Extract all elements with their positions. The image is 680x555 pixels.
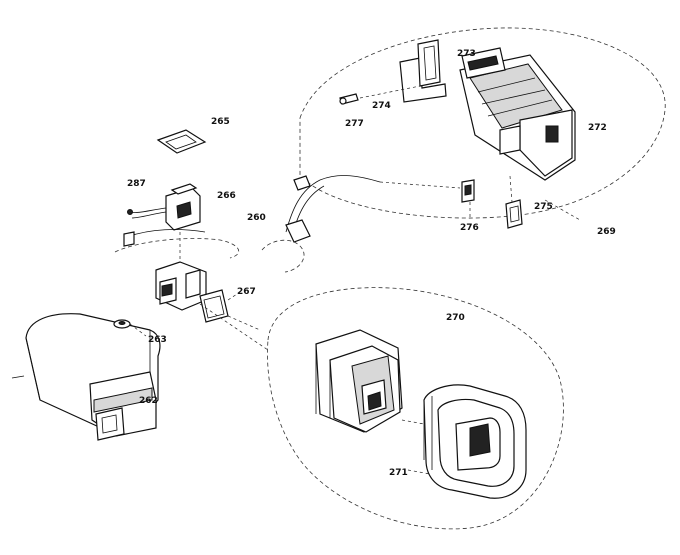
callout-275: 275 (534, 202, 553, 212)
chassis-assembly (299, 27, 666, 229)
callout-269: 269 (597, 227, 616, 237)
callout-262: 262 (139, 396, 158, 406)
callout-263: 263 (148, 335, 167, 345)
callout-270: 270 (446, 313, 465, 323)
callout-276: 276 (460, 223, 479, 233)
lens-assembly (199, 287, 564, 530)
callout-labels: 273 274 277 272 265 287 266 260 276 275 … (127, 49, 616, 478)
housing-assembly (11, 313, 161, 441)
callout-274: 274 (372, 101, 391, 111)
callout-273: 273 (457, 49, 476, 59)
callout-272: 272 (588, 123, 607, 133)
callout-277: 277 (345, 119, 364, 129)
callout-260: 260 (247, 213, 266, 223)
callout-271: 271 (389, 468, 408, 478)
callout-287: 287 (127, 179, 146, 189)
callout-265: 265 (211, 117, 230, 127)
cable-assembly (261, 175, 381, 273)
callout-266: 266 (217, 191, 236, 201)
callout-267: 267 (237, 287, 256, 297)
switch-assembly (114, 129, 261, 331)
